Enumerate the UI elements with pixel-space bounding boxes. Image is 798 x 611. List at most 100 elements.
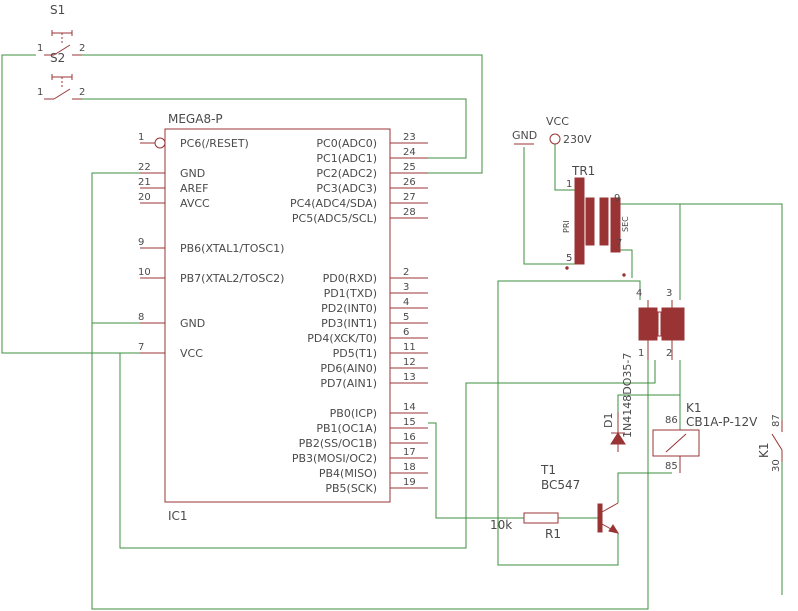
r1-designator: R1 (545, 527, 561, 541)
pin-name: PD3(INT1) (321, 317, 377, 330)
pin-number: 17 (403, 447, 416, 458)
pin-name: PD7(AIN1) (320, 377, 377, 390)
bridge-pin1: 1 (638, 348, 644, 359)
bridge-gap (657, 311, 662, 337)
tr1-primary-winding (574, 177, 585, 265)
tr1-secondary-winding (610, 197, 621, 253)
pin-name: GND (180, 317, 205, 330)
k1-pin85: 85 (665, 461, 678, 472)
pin-name: PC0(ADC0) (316, 137, 377, 150)
pin-number: 15 (403, 417, 416, 428)
k1-coil-box (652, 429, 700, 457)
resistor-r1: 10k R1 (490, 512, 561, 541)
vcc-label: VCC (546, 115, 569, 128)
wire-collector (617, 472, 672, 503)
pin-number: 22 (138, 162, 151, 173)
wire-s2-to-pc1 (82, 98, 467, 159)
ic1-right-pin: 17 PB3(MOSI/OC2) (292, 447, 428, 465)
wire-s1-to-vcc (1, 54, 140, 354)
pin-name: PB3(MOSI/OC2) (292, 452, 377, 465)
ic1-designator: IC1 (168, 509, 188, 523)
pin-number: 28 (403, 207, 416, 218)
s2-pin1: 1 (37, 87, 43, 98)
pin-name: PD2(INT0) (321, 302, 377, 315)
k1-contact-designator: K1 (757, 442, 771, 458)
k1-coil-diagonal (665, 433, 687, 453)
pin-name: PC3(ADC3) (316, 182, 377, 195)
bridge-pin3: 3 (666, 288, 672, 299)
tr1-core-right (599, 197, 609, 246)
ic1-right-pins: 23PC0(ADC0)24PC1(ADC1)25PC2(ADC2)26PC3(A… (290, 132, 428, 495)
pin-number: 7 (138, 342, 144, 353)
pin-inverter-circle (154, 137, 166, 149)
gnd-symbol: GND (512, 129, 537, 145)
r1-body (523, 512, 559, 524)
ic1-left-pin: 22 GND (138, 162, 205, 180)
wire-vcc-tr1 (554, 144, 575, 191)
s1-contact (53, 44, 71, 56)
pin-name: PC2(ADC2) (316, 167, 377, 180)
bridge-block-right (661, 307, 685, 341)
pin-number: 23 (403, 132, 416, 143)
pin-number: 21 (138, 177, 151, 188)
wire-emitter (497, 280, 641, 566)
pin-name: AVCC (180, 197, 210, 210)
pin-name: PD6(AIN0) (320, 362, 377, 375)
pin-number: 6 (403, 327, 409, 338)
pin-number: 26 (403, 177, 416, 188)
wire-tr1-pin7 (620, 249, 633, 278)
pin-number: 9 (138, 237, 144, 248)
t1-emitter-arrow (608, 524, 620, 534)
bridge-pin4: 4 (636, 288, 642, 299)
pin-name: PD4(XCK/T0) (307, 332, 377, 345)
pin-name: PB0(ICP) (330, 407, 377, 420)
ic1-right-pin: 23 PC0(ADC0) (316, 132, 428, 150)
wire-tr1-pin9 (620, 203, 783, 420)
tr1-pin5: 5 (566, 253, 572, 264)
pin-number: 18 (403, 462, 416, 473)
transformer-tr1: TR1 PRI SEC 1 5 9 7 (562, 164, 630, 277)
pin-number: 19 (403, 477, 416, 488)
pin-name: PB4(MISO) (319, 467, 377, 480)
ic1-right-pin: 26 PC3(ADC3) (316, 177, 428, 195)
s2-contact (53, 88, 71, 100)
k1-contact-blade (771, 433, 783, 451)
tr1-core-left (585, 197, 595, 246)
t1-base-bar (597, 503, 603, 533)
pin-name: PD5(T1) (333, 347, 377, 360)
s1-pin2: 2 (79, 43, 85, 54)
tr1-designator: TR1 (571, 164, 595, 178)
k1-part: CB1A-P-12V (686, 415, 758, 429)
pin-name: PC1(ADC1) (316, 152, 377, 165)
pin-name: GND (180, 167, 205, 180)
r1-value: 10k (490, 518, 512, 532)
ic1-right-pin: 18 PB4(MISO) (319, 462, 428, 480)
s1-designator: S1 (50, 3, 65, 17)
k1-pin87: 87 (771, 414, 782, 427)
pin-number: 4 (403, 297, 409, 308)
wire-vcc-loop (119, 352, 656, 549)
vcc-voltage: 230V (563, 133, 592, 146)
ic1-right-pin: 6 PD4(XCK/T0) (307, 327, 428, 345)
pin-name: VCC (180, 347, 203, 360)
pin-number: 1 (138, 132, 144, 143)
pin-number: 2 (403, 267, 409, 278)
transistor-t1: T1 BC547 (540, 463, 620, 534)
t1-designator: T1 (540, 463, 556, 477)
switch-s2: S2 1 2 (37, 51, 85, 100)
